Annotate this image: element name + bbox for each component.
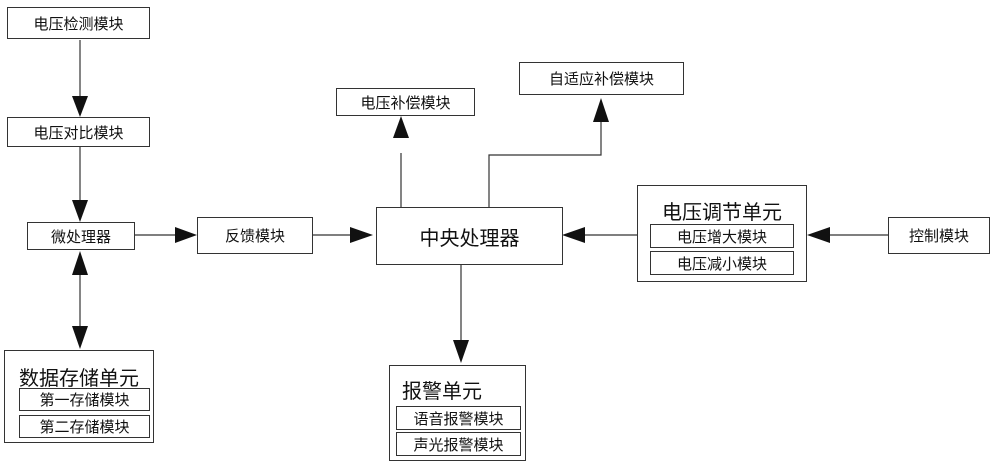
arrow-down-to-microprocessor — [72, 200, 88, 222]
control-module-label: 控制模块 — [908, 227, 969, 245]
feedback-label: 反馈模块 — [224, 227, 285, 245]
arrow-up-to-adaptive-compensation — [593, 98, 609, 122]
voltage-decrease-module: 电压减小模块 — [650, 251, 794, 275]
arrow-left-to-regulation — [807, 227, 830, 243]
sound-light-alarm-module: 声光报警模块 — [396, 432, 521, 456]
voltage-increase-module: 电压增大模块 — [650, 224, 794, 248]
arrow-down-to-voltage-compare — [72, 96, 88, 117]
arrow-up-to-microprocessor — [72, 251, 88, 275]
adaptive-compensation-label: 自适应补偿模块 — [548, 70, 654, 88]
feedback-module: 反馈模块 — [197, 217, 313, 254]
alarm-title: 报警单元 — [402, 379, 482, 403]
arrow-down-to-alarm — [453, 340, 469, 363]
voltage-regulation-title: 电压调节单元 — [662, 200, 782, 224]
voltage-compare-module: 电压对比模块 — [7, 117, 150, 147]
microprocessor-label: 微处理器 — [50, 227, 111, 246]
second-storage-module: 第二存储模块 — [19, 415, 150, 438]
voltage-compensation-label: 电压补偿模块 — [360, 93, 451, 112]
arrow-down-to-data-storage — [72, 326, 88, 349]
alarm-unit: 报警单元 语音报警模块 声光报警模块 — [389, 365, 526, 461]
first-storage-module: 第一存储模块 — [19, 388, 150, 411]
arrow-up-to-voltage-compensation — [393, 116, 409, 138]
microprocessor: 微处理器 — [27, 222, 135, 250]
adaptive-compensation-module: 自适应补偿模块 — [519, 62, 684, 95]
central-processor: 中央处理器 — [376, 207, 563, 265]
voltage-detect-module: 电压检测模块 — [7, 7, 150, 39]
control-module: 控制模块 — [888, 217, 990, 254]
voice-alarm-module: 语音报警模块 — [396, 406, 521, 430]
voltage-regulation-unit: 电压调节单元 电压增大模块 电压减小模块 — [637, 185, 807, 282]
voltage-detect-label: 电压检测模块 — [33, 14, 124, 33]
central-processor-label: 中央处理器 — [419, 225, 520, 250]
voltage-compare-label: 电压对比模块 — [33, 123, 124, 142]
voltage-compensation-module: 电压补偿模块 — [336, 88, 475, 116]
data-storage-title: 数据存储单元 — [19, 366, 139, 390]
arrow-left-to-central — [562, 227, 585, 243]
arrow-right-to-central — [350, 227, 373, 243]
arrow-right-to-feedback — [175, 227, 197, 243]
data-storage-unit: 数据存储单元 第一存储模块 第二存储模块 — [4, 350, 154, 443]
